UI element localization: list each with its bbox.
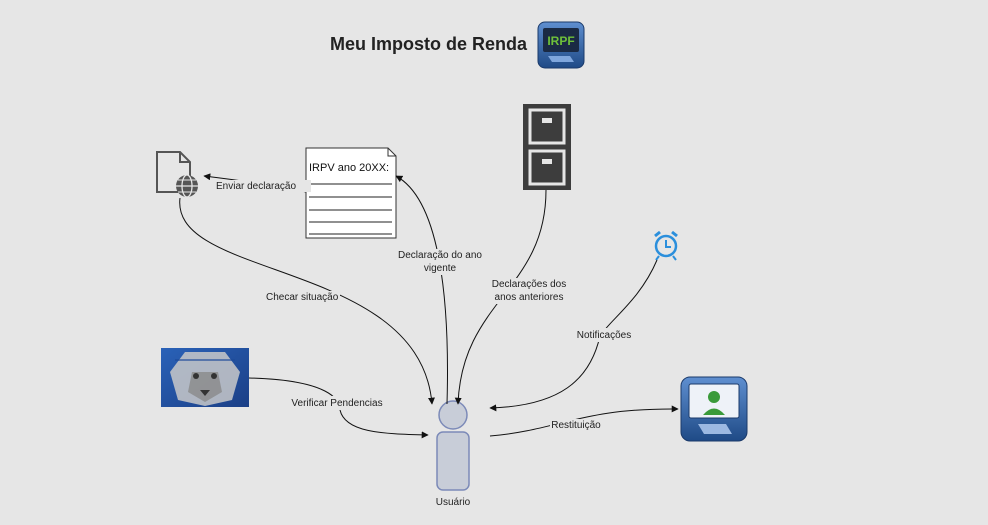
label-restituicao: Restituição (551, 420, 601, 431)
irpv-document: IRPV ano 20XX: (305, 147, 397, 239)
label-declaracao-vigente-1: Declaração do ano (398, 250, 482, 261)
irpv-document-title: IRPV ano 20XX: (309, 162, 389, 174)
label-declaracao-vigente-2: vigente (424, 263, 457, 274)
label-enviar: Enviar declaração (216, 181, 296, 192)
usuario-label: Usuário (436, 497, 471, 508)
alarm-clock-icon (654, 230, 678, 261)
label-checar: Checar situação (266, 292, 339, 303)
irpf-logo-icon: IRPF (537, 21, 585, 69)
label-declaracoes-anteriores-1: Declarações dos (492, 279, 566, 290)
diagram-title: Meu Imposto de Renda (330, 34, 528, 54)
user-actor-icon (436, 400, 470, 491)
restitution-app-icon (680, 376, 748, 442)
filing-cabinet-icon (523, 104, 571, 190)
edge-checar (179, 197, 435, 405)
label-notificacoes: Notificações (577, 330, 631, 341)
edge-declaracao-vigente (395, 175, 448, 405)
irpf-logo-text: IRPF (547, 34, 574, 48)
lion-image (161, 348, 249, 407)
label-declaracoes-anteriores-2: anos anteriores (495, 292, 564, 303)
label-verificar: Verificar Pendencias (291, 398, 382, 409)
file-globe-icon (156, 151, 198, 198)
